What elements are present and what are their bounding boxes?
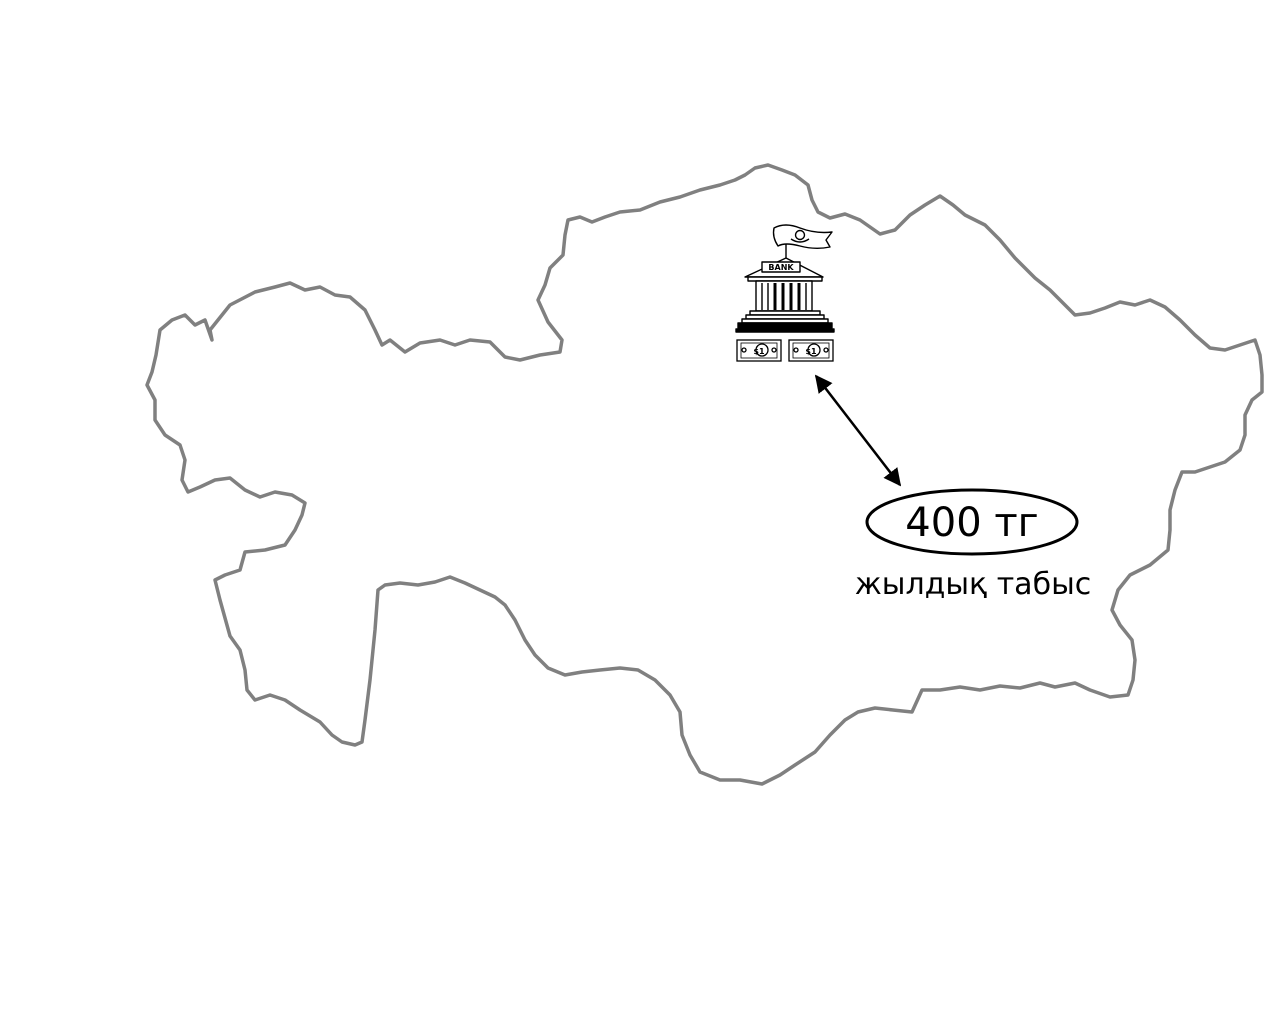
income-caption: жылдық табыс bbox=[855, 567, 1092, 602]
income-ellipse bbox=[865, 488, 1079, 556]
bill-right-symbol: $1 bbox=[805, 347, 817, 356]
connector-arrow bbox=[814, 374, 902, 487]
flag-icon bbox=[772, 224, 833, 262]
money-bills-icon bbox=[736, 339, 834, 362]
bill-left-symbol: $1 bbox=[753, 347, 765, 356]
income-amount: 400 тг bbox=[905, 500, 1038, 546]
bank-sign-text: BANK bbox=[768, 263, 794, 272]
bank-building-icon bbox=[735, 224, 835, 333]
kazakhstan-map-outline bbox=[145, 163, 1264, 786]
